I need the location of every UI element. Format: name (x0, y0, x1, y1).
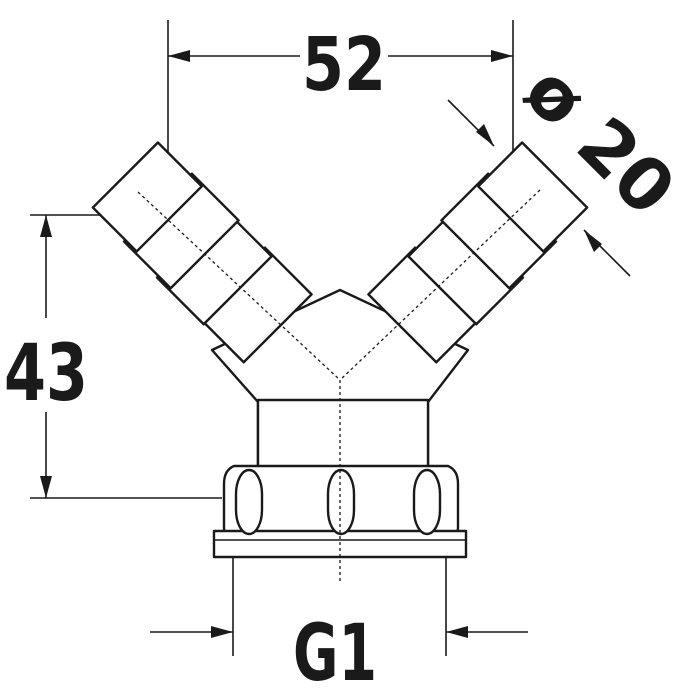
diameter-arrow-top (476, 124, 494, 146)
thread-arrow-left (211, 626, 233, 638)
left-barb-segment-1 (91, 141, 203, 253)
width-arrow-left (168, 50, 190, 62)
center-lines (137, 189, 541, 582)
height-arrow-bottom (40, 476, 52, 498)
right-arm-center-line (339, 189, 541, 381)
left-hose-barb (91, 141, 313, 364)
width-dimension: 52 (167, 20, 514, 215)
neck (256, 398, 430, 470)
height-label: 43 (4, 329, 88, 419)
right-barb-segment-1 (477, 141, 589, 253)
height-dimension: 43 (4, 214, 222, 499)
height-arrow-top (40, 215, 52, 237)
right-hose-barb (367, 141, 589, 364)
nut-grip-left (234, 468, 264, 536)
diameter-arrow-bottom (584, 230, 602, 252)
width-arrow-right (491, 50, 513, 62)
thread-arrow-right (446, 626, 468, 638)
nut-grip-right (412, 468, 442, 536)
width-label: 52 (302, 22, 386, 108)
thread-label: G1 (293, 609, 377, 699)
thread-dimension: G1 (150, 558, 528, 699)
nut-grip-center (326, 468, 356, 536)
left-arm-center-line (137, 191, 341, 381)
